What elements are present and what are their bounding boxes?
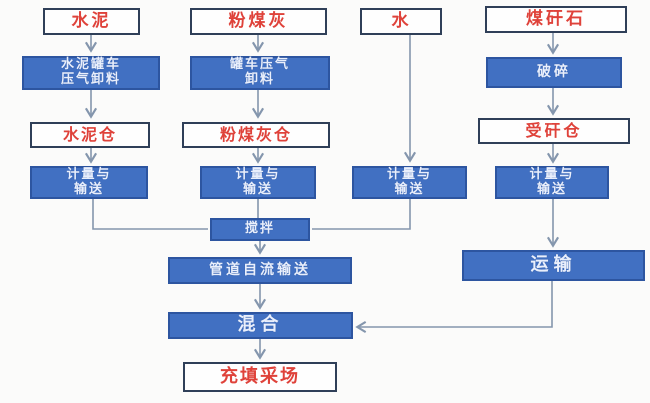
node-metering-cement: 计量与 输送 (30, 166, 148, 199)
node-metering-fly-ash: 计量与 输送 (200, 166, 316, 199)
node-gangue-silo: 受矸仓 (478, 118, 630, 144)
node-water: 水 (360, 8, 442, 35)
node-cement-silo: 水泥仓 (30, 122, 150, 148)
node-metering-water: 计量与 输送 (352, 166, 467, 199)
node-stirring: 搅拌 (210, 218, 310, 241)
node-tanker-unloading: 罐车压气 卸料 (190, 56, 330, 90)
node-fly-ash-silo: 粉煤灰仓 (182, 122, 330, 148)
node-filling-stope: 充填采场 (183, 362, 337, 392)
node-mixing: 混合 (168, 312, 353, 339)
node-pipeline-gravity-transport: 管道自流输送 (168, 257, 352, 284)
node-transport: 运输 (462, 250, 645, 281)
node-fly-ash: 粉煤灰 (190, 8, 327, 35)
node-crushing: 破碎 (486, 57, 622, 88)
node-cement-truck-unloading: 水泥罐车 压气卸料 (22, 56, 160, 90)
node-cement: 水泥 (43, 8, 140, 35)
node-coal-gangue: 煤矸石 (485, 6, 627, 33)
node-metering-gangue: 计量与 输送 (495, 166, 609, 199)
